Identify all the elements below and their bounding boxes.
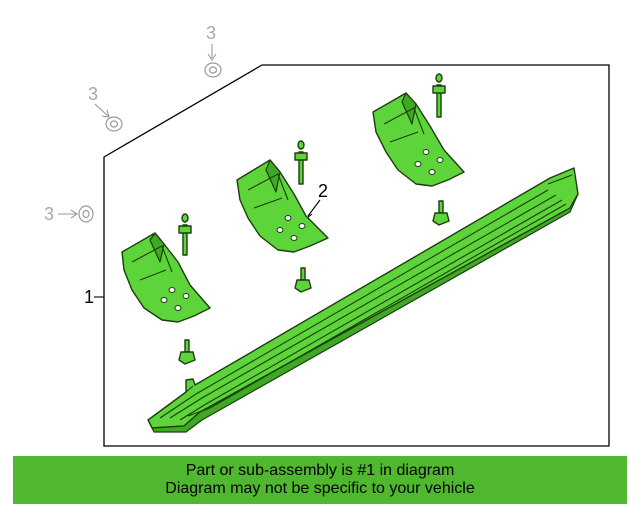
nut-3-top: [204, 62, 222, 78]
parts-diagram: 3 3 3 1 2: [44, 23, 610, 447]
leader-3-top: [207, 44, 217, 61]
banner-line-1: Part or sub-assembly is #1 in diagram: [185, 462, 455, 479]
leader-3-left: [58, 209, 78, 219]
bolt-middle: [294, 140, 308, 185]
nut-3-left: [78, 205, 94, 223]
callout-3-left: 3: [44, 204, 54, 224]
callout-1: 1: [84, 287, 94, 307]
nut-3-mid: [105, 116, 123, 132]
info-banner: Part or sub-assembly is #1 in diagram Di…: [13, 456, 627, 504]
bolt-left: [178, 213, 192, 256]
banner-line-2: Diagram may not be specific to your vehi…: [165, 480, 475, 497]
bracket-middle: [236, 159, 329, 253]
bolt-right: [432, 73, 446, 118]
callout-3-top: 3: [206, 23, 216, 43]
bracket-right: [372, 92, 465, 187]
leader-3-mid: [94, 103, 110, 118]
callout-2: 2: [318, 181, 328, 201]
nut-lower-middle: [294, 267, 312, 293]
nut-lower-right: [432, 200, 450, 226]
running-board: [147, 167, 579, 433]
nut-lower-left: [178, 339, 196, 365]
bracket-left: [121, 232, 211, 323]
callout-3-mid: 3: [88, 84, 98, 104]
assembly-frame: [103, 64, 610, 447]
